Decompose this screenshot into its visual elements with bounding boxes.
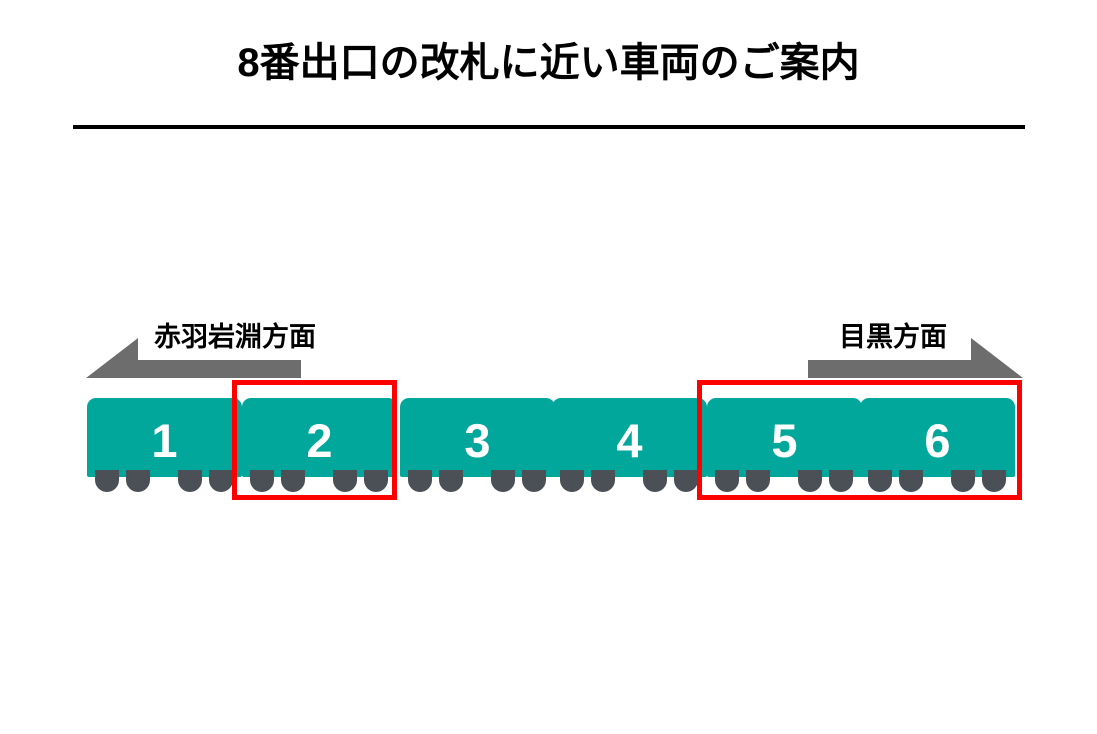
- wheel: [643, 470, 667, 492]
- wheel: [591, 470, 615, 492]
- bogie-rear: [798, 470, 854, 492]
- wheel: [281, 470, 305, 492]
- wheel: [491, 470, 515, 492]
- car-number-label: 2: [306, 414, 333, 467]
- bogie-front: [715, 470, 771, 492]
- wheel: [250, 470, 274, 492]
- train-car-5[interactable]: 5: [707, 398, 862, 512]
- wheel: [439, 470, 463, 492]
- car-body: [860, 398, 1015, 477]
- highlight-car-5-6: [697, 380, 1022, 500]
- bogie-front: [868, 470, 924, 492]
- wheel: [209, 470, 233, 492]
- bogie-rear: [491, 470, 547, 492]
- direction-left: 赤羽岩淵方面: [86, 316, 386, 378]
- train-car-6[interactable]: 6: [860, 398, 1015, 512]
- wheel: [126, 470, 150, 492]
- wheel: [364, 470, 388, 492]
- car-body: [242, 398, 397, 477]
- bogie-front: [560, 470, 616, 492]
- wheel: [178, 470, 202, 492]
- wheel: [674, 470, 698, 492]
- bogie-front: [95, 470, 151, 492]
- car-number-label: 6: [924, 414, 951, 467]
- wheel: [408, 470, 432, 492]
- bogie-rear: [333, 470, 389, 492]
- wheel: [951, 470, 975, 492]
- train-formation: 1 2 3: [0, 378, 1097, 503]
- wheel: [746, 470, 770, 492]
- wheel: [560, 470, 584, 492]
- arrow-left-icon: [86, 338, 301, 378]
- wheel: [868, 470, 892, 492]
- bogie-rear: [643, 470, 699, 492]
- page-title: 8番出口の改札に近い車両のご案内: [237, 41, 860, 85]
- car-body: [400, 398, 555, 477]
- bogie-front: [408, 470, 464, 492]
- car-body: [87, 398, 242, 477]
- direction-indicators: 赤羽岩淵方面 目黒方面: [0, 316, 1097, 378]
- wheel: [982, 470, 1006, 492]
- bogie-rear: [951, 470, 1007, 492]
- wheel: [798, 470, 822, 492]
- train-car-4[interactable]: 4: [552, 398, 707, 512]
- bogie-front: [250, 470, 306, 492]
- train-car-1[interactable]: 1: [87, 398, 242, 512]
- wheel: [715, 470, 739, 492]
- wheel: [829, 470, 853, 492]
- bogie-rear: [178, 470, 234, 492]
- wheel: [95, 470, 119, 492]
- wheel: [899, 470, 923, 492]
- direction-right-label: 目黒方面: [839, 322, 947, 352]
- title-divider: [73, 125, 1025, 129]
- car-number-label: 1: [151, 414, 178, 467]
- car-number-label: 4: [616, 414, 643, 467]
- direction-right: 目黒方面: [723, 316, 1023, 378]
- wheel: [522, 470, 546, 492]
- wheel: [333, 470, 357, 492]
- train-car-2[interactable]: 2: [242, 398, 397, 512]
- car-number-label: 3: [464, 414, 491, 467]
- arrow-right-icon: [808, 338, 1023, 378]
- highlight-car-2: [232, 380, 397, 500]
- car-body: [707, 398, 862, 477]
- car-body: [552, 398, 707, 477]
- direction-left-label: 赤羽岩淵方面: [154, 322, 316, 352]
- car-number-label: 5: [771, 414, 798, 467]
- train-car-3[interactable]: 3: [400, 398, 555, 512]
